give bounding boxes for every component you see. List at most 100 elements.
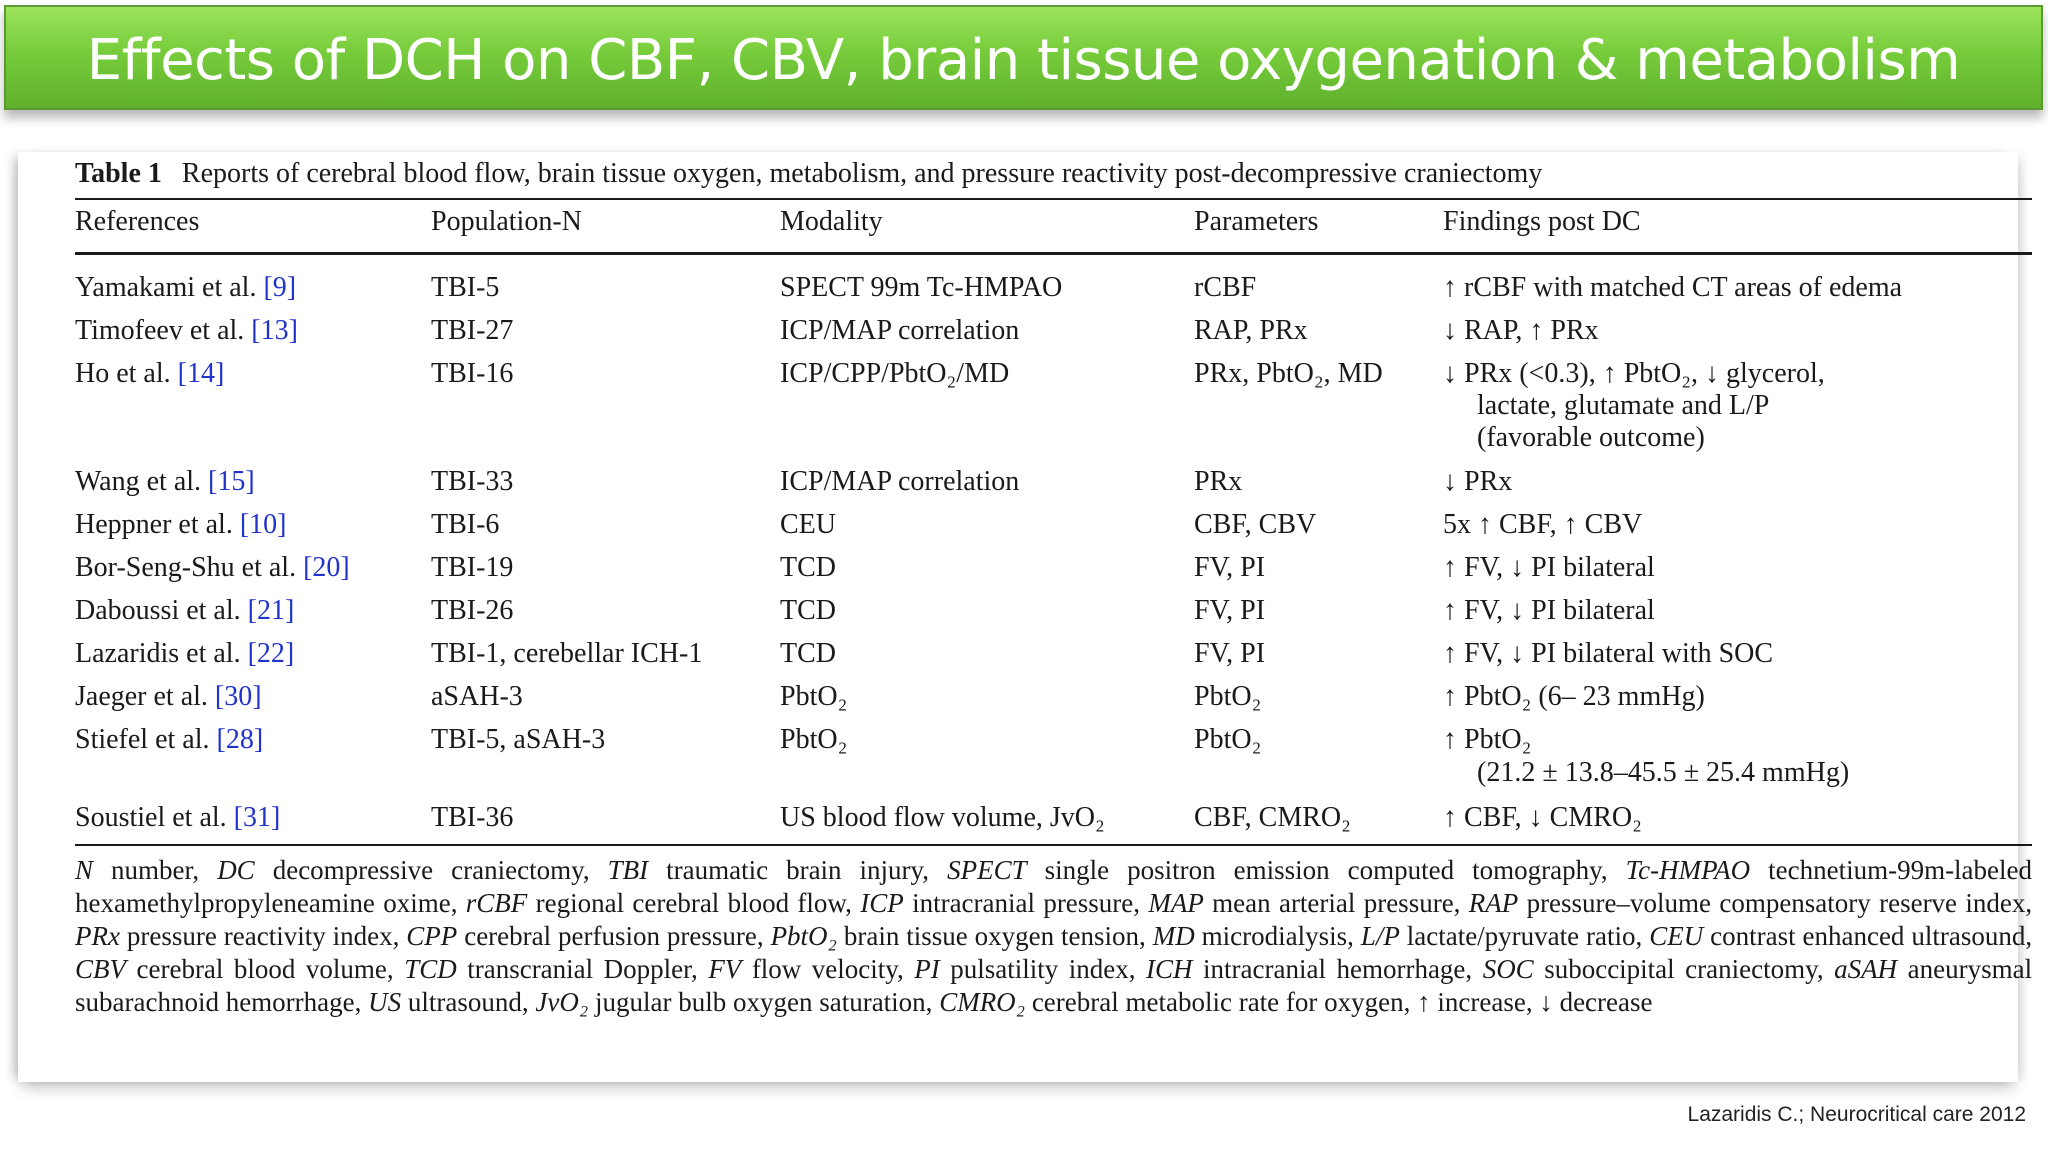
reference-cell: Yamakami et al. [9] — [75, 272, 296, 304]
reference-link[interactable]: [21] — [247, 595, 295, 626]
footnote-abbreviation: SPECT — [947, 855, 1027, 885]
population-cell: TBI-19 — [431, 552, 514, 583]
footnote-abbreviation: PI — [914, 954, 940, 984]
reference-author: Lazaridis et al. — [75, 638, 241, 669]
population-cell: TBI-5 — [431, 272, 500, 303]
reference-link[interactable]: [28] — [216, 724, 264, 755]
population-cell: TBI-36 — [431, 802, 514, 833]
footnote-abbreviation: JvO₂ — [535, 987, 589, 1017]
footnote-definition: mean arterial pressure, — [1203, 888, 1461, 918]
footnote-definition: increase, — [1430, 987, 1533, 1017]
footnote-definition: pressure reactivity index, — [119, 921, 400, 951]
reference-author: Jaeger et al. — [75, 681, 208, 712]
column-header-modality: Modality — [780, 206, 883, 237]
findings-cell: ↑ FV, ↓ PI bilateral — [1443, 595, 1655, 626]
footnote-definition: aneurysmal subarachnoid hemorrhage, — [75, 954, 2033, 1017]
findings-cell: ↑ rCBF with matched CT areas of edema — [1443, 272, 1903, 303]
parameters-cell: CBF, CBV — [1194, 509, 1317, 540]
reference-cell: Wang et al. [15] — [75, 466, 255, 498]
reference-link[interactable]: [13] — [251, 315, 298, 346]
footnote-definition: decompressive craniectomy, — [254, 855, 590, 885]
population-cell: TBI-5, aSAH-3 — [431, 724, 606, 755]
findings-cell: 5x ↑ CBF, ↑ CBV — [1443, 509, 1643, 540]
modality-cell: ICP/MAP correlation — [780, 466, 1020, 497]
footnote-definition: decrease — [1552, 987, 1653, 1017]
footnote-abbreviation: N — [75, 855, 94, 885]
footnote-definition: contrast enhanced ultrasound, — [1703, 921, 2033, 951]
bottom-rule — [75, 844, 2032, 846]
footnote-abbreviation: RAP — [1468, 888, 1519, 918]
reference-cell: Soustiel et al. [31] — [75, 802, 280, 834]
modality-cell: TCD — [780, 552, 836, 583]
reference-link[interactable]: [15] — [208, 466, 255, 497]
modality-cell: PbtO₂ — [780, 681, 848, 712]
footnote-definition: cerebral blood volume, — [126, 954, 394, 984]
population-cell: TBI-6 — [431, 509, 500, 540]
footnote-abbreviation: MD — [1152, 921, 1195, 951]
parameters-cell: FV, PI — [1194, 552, 1266, 583]
header-rule — [75, 252, 2032, 255]
modality-cell: ICP/CPP/PbtO₂/MD — [780, 358, 1010, 389]
reference-link[interactable]: [30] — [214, 681, 262, 712]
reference-link[interactable]: [20] — [303, 552, 350, 583]
modality-cell: TCD — [780, 595, 836, 626]
top-rule — [75, 198, 2032, 200]
footnote-abbreviation: Tc-HMPAO — [1625, 855, 1751, 885]
parameters-cell: rCBF — [1194, 272, 1257, 303]
reference-link[interactable]: [9] — [263, 272, 297, 303]
footnote-abbreviation: aSAH — [1834, 954, 1898, 984]
footnote-definition: pulsatility index, — [939, 954, 1136, 984]
footnote-abbreviation: ICP — [860, 888, 904, 918]
findings-cell-continued: lactate, glutamate and L/P — [1477, 390, 1770, 421]
modality-cell: US blood flow volume, JvO₂ — [780, 802, 1105, 833]
footnote-definition: microdialysis, — [1194, 921, 1354, 951]
findings-cell-continued: (favorable outcome) — [1477, 422, 1705, 453]
reference-cell: Daboussi et al. [21] — [75, 595, 294, 627]
footnote-abbreviation: PbtO₂ — [770, 921, 837, 951]
footnote-definition: transcranial Doppler, — [456, 954, 698, 984]
footnote-definition: intracranial hemorrhage, — [1192, 954, 1473, 984]
footnote-abbreviation: TBI — [607, 855, 649, 885]
reference-author: Timofeev et al. — [75, 315, 245, 346]
footnote-abbreviation: DC — [217, 855, 255, 885]
footnote-abbreviation: US — [368, 987, 402, 1017]
reference-cell: Heppner et al. [10] — [75, 509, 286, 541]
parameters-cell: PbtO₂ — [1194, 681, 1262, 712]
findings-cell: ↑ CBF, ↓ CMRO₂ — [1443, 802, 1642, 833]
reference-cell: Bor-Seng-Shu et al. [20] — [75, 552, 350, 584]
modality-cell: ICP/MAP correlation — [780, 315, 1020, 346]
findings-cell: ↑ PbtO₂ (6– 23 mmHg) — [1443, 681, 1705, 712]
parameters-cell: PRx, PbtO₂, MD — [1194, 358, 1383, 389]
modality-cell: CEU — [780, 509, 836, 540]
population-cell: TBI-16 — [431, 358, 514, 389]
modality-cell: TCD — [780, 638, 836, 669]
reference-cell: Lazaridis et al. [22] — [75, 638, 294, 670]
reference-link[interactable]: [22] — [247, 638, 295, 669]
column-header-findings: Findings post DC — [1443, 206, 1641, 237]
findings-cell: ↑ FV, ↓ PI bilateral with SOC — [1443, 638, 1774, 669]
population-cell: TBI-1, cerebellar ICH-1 — [431, 638, 703, 669]
findings-cell: ↓ RAP, ↑ PRx — [1443, 315, 1599, 346]
footnote-abbreviation: CEU — [1649, 921, 1704, 951]
footnote-abbreviation: SOC — [1482, 954, 1534, 984]
reference-author: Daboussi et al. — [75, 595, 241, 626]
footnote-definition: traumatic brain injury, — [648, 855, 930, 885]
footnote-abbreviation: PRx — [75, 921, 120, 951]
reference-cell: Jaeger et al. [30] — [75, 681, 262, 713]
footnote-definition: cerebral perfusion pressure, — [457, 921, 764, 951]
reference-link[interactable]: [31] — [233, 802, 281, 833]
findings-cell: ↑ FV, ↓ PI bilateral — [1443, 552, 1655, 583]
footnote-abbreviation: TCD — [404, 954, 457, 984]
footnote-abbreviation: rCBF — [465, 888, 528, 918]
reference-link[interactable]: [10] — [239, 509, 287, 540]
footnote-abbreviation: ICH — [1146, 954, 1193, 984]
slide-title: Effects of DCH on CBF, CBV, brain tissue… — [86, 28, 1961, 93]
population-cell: aSAH-3 — [431, 681, 523, 712]
reference-link[interactable]: [14] — [177, 358, 225, 389]
footnote-definition: regional cerebral blood flow, — [527, 888, 852, 918]
findings-cell-continued: (21.2 ± 13.8–45.5 ± 25.4 mmHg) — [1477, 757, 1850, 788]
reference-author: Stiefel et al. — [75, 724, 210, 755]
parameters-cell: RAP, PRx — [1194, 315, 1308, 346]
modality-cell: SPECT 99m Tc-HMPAO — [780, 272, 1063, 303]
